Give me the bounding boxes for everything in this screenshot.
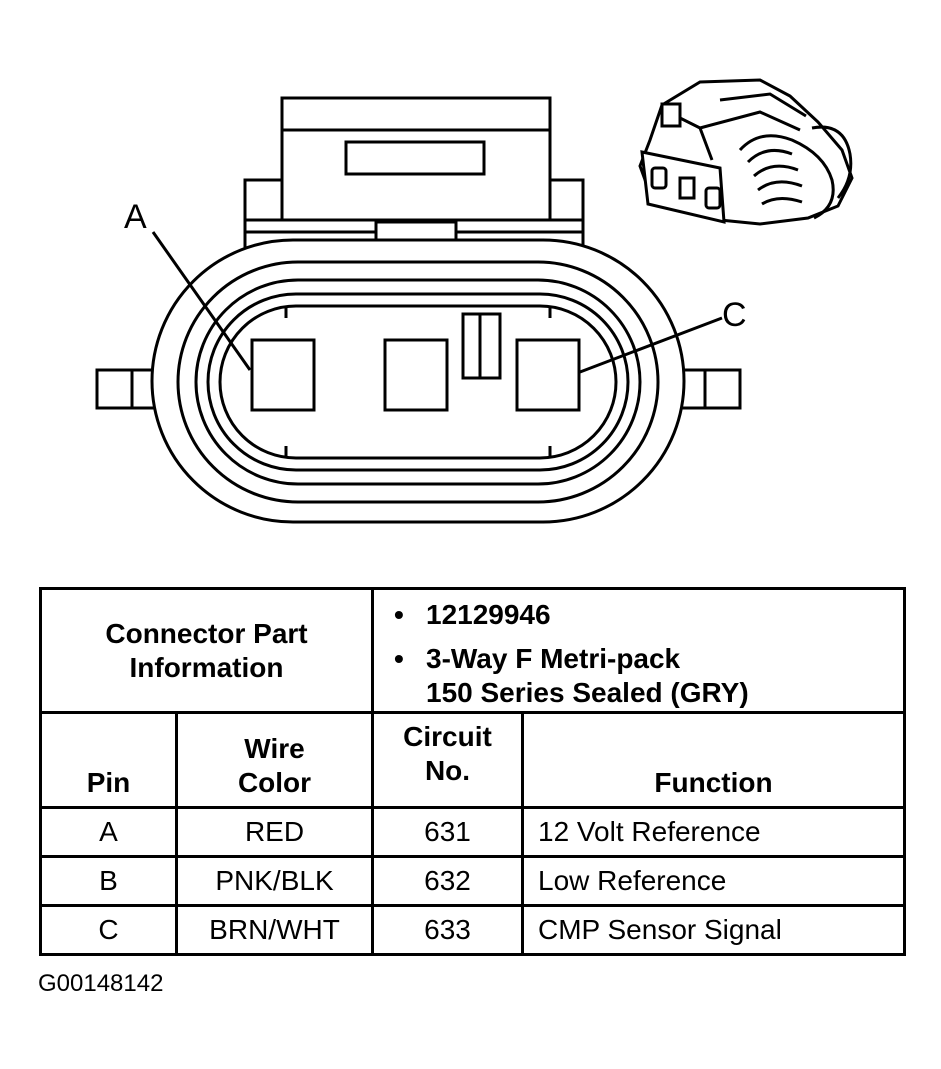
column-header-row: Pin Wire Color Circuit No. Function [39, 711, 906, 809]
connector-face-diagram: A C [95, 78, 854, 524]
latch-window [344, 140, 486, 176]
header-wire-color-line1: Wire [244, 733, 305, 764]
terminal-cavity-b [383, 338, 449, 412]
header-function: Function [521, 711, 906, 809]
part-info-label-line2: Information [129, 651, 284, 683]
connector-description-line1: 3-Way F Metri-pack [394, 642, 903, 676]
table-row: B PNK/BLK 632 Low Reference [39, 855, 906, 907]
part-number: 12129946 [394, 598, 903, 632]
pin-label-c: C [722, 296, 747, 334]
row-wire-color: PNK/BLK [175, 855, 374, 907]
header-circuit-line2: No. [424, 755, 471, 786]
pin-c-leader-line [579, 316, 723, 374]
row-circuit: 631 [371, 806, 524, 858]
connector-description-line2: 150 Series Sealed (GRY) [426, 677, 749, 708]
header-function-label: Function [654, 767, 773, 798]
row-pin: A [39, 806, 178, 858]
terminal-cavity-c [515, 338, 581, 412]
row-circuit: 633 [371, 904, 524, 956]
header-circuit-line1: Circuit [403, 721, 492, 752]
row-wire-color: BRN/WHT [175, 904, 374, 956]
table-row: C BRN/WHT 633 CMP Sensor Signal [39, 904, 906, 956]
header-wire-color: Wire Color [175, 711, 374, 809]
row-function: Low Reference [521, 855, 906, 907]
pin-a-leader-line [151, 231, 252, 371]
figure-id: G00148142 [38, 970, 164, 997]
connector-latch-housing [280, 96, 552, 222]
part-info-label-cell: Connector Part Information [39, 587, 374, 714]
header-pin-label: Pin [86, 767, 131, 798]
row-wire-color: RED [175, 806, 374, 858]
row-pin: B [39, 855, 178, 907]
row-pin: C [39, 904, 178, 956]
header-circuit-no: Circuit No. [371, 711, 524, 809]
part-info-row: Connector Part Information 12129946 3-Wa… [39, 587, 906, 714]
row-function: CMP Sensor Signal [521, 904, 906, 956]
connector-3d-illustration [638, 78, 854, 226]
part-info-label-line1: Connector Part [105, 617, 308, 649]
pin-label-a: A [124, 198, 147, 236]
table-row: A RED 631 12 Volt Reference [39, 806, 906, 858]
part-info-value-cell: 12129946 3-Way F Metri-pack 150 Series S… [371, 587, 906, 714]
terminal-cavity-a [250, 338, 316, 412]
connector-info-table: Connector Part Information 12129946 3-Wa… [39, 587, 906, 956]
header-pin: Pin [39, 711, 178, 809]
header-wire-color-line2: Color [237, 767, 312, 798]
row-circuit: 632 [371, 855, 524, 907]
row-function: 12 Volt Reference [521, 806, 906, 858]
